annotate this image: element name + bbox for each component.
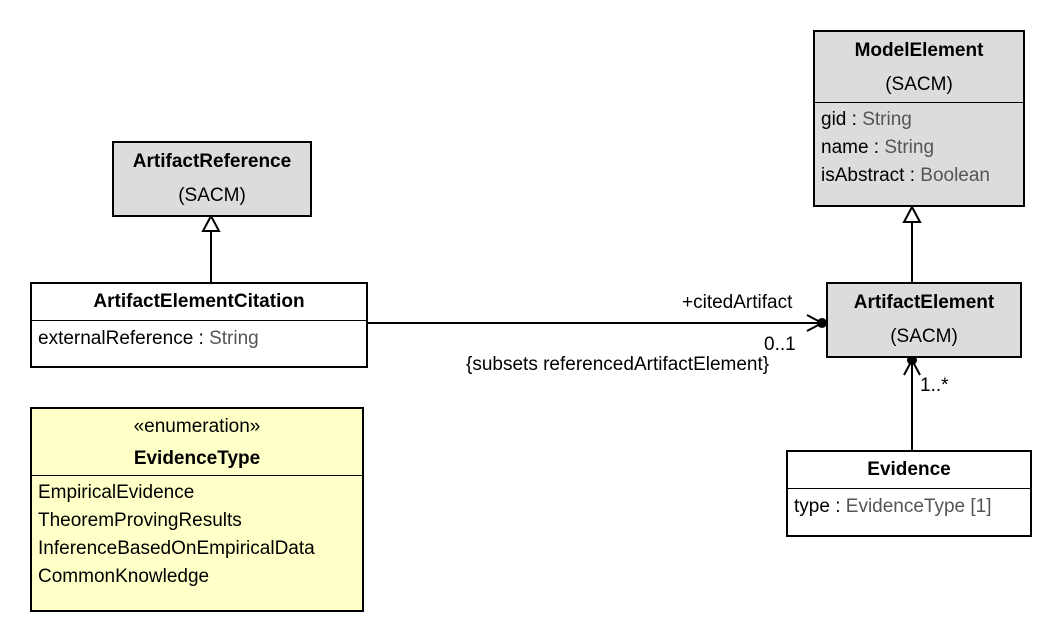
enumeration-name: EvidenceType [133,448,261,469]
class-package: (SACM) [885,74,953,95]
attribute-row: externalReference : String [38,328,259,349]
class-name: ArtifactElement [853,292,995,313]
attribute-row: gid : String [821,109,912,130]
multiplicity-label-cited-artifact: 0..1 [764,334,796,355]
generalization-arrowhead-citation [201,213,221,232]
class-name: Evidence [867,459,951,480]
class-artifact-reference[interactable]: ArtifactReference (SACM) [112,141,312,217]
class-model-element[interactable]: ModelElement (SACM) gid : String name : … [813,30,1025,207]
enumeration-literal: EmpiricalEvidence [38,482,195,503]
class-package: (SACM) [178,185,246,206]
attribute-compartment: type : EvidenceType [1] [788,488,1030,525]
enumeration-literal: CommonKnowledge [38,566,210,587]
enumeration-stereotype: «enumeration» [133,416,261,437]
class-evidence[interactable]: Evidence type : EvidenceType [1] [786,450,1032,537]
attribute-row: isAbstract : Boolean [821,165,990,186]
attribute-compartment: gid : String name : String isAbstract : … [815,102,1023,194]
class-name: ModelElement [854,40,984,61]
class-name: ArtifactElementCitation [93,291,305,312]
class-artifact-element-citation[interactable]: ArtifactElementCitation externalReferenc… [30,282,368,368]
attribute-row: type : EvidenceType [1] [794,496,992,517]
attribute-row: name : String [821,137,935,158]
constraint-label-cited-artifact: {subsets referencedArtifactElement} [466,354,770,375]
multiplicity-label-evidence: 1..* [920,375,949,396]
role-label-cited-artifact: +citedArtifact [682,292,793,313]
enumeration-evidence-type[interactable]: «enumeration» EvidenceType EmpiricalEvid… [30,407,364,612]
class-artifact-element[interactable]: ArtifactElement (SACM) [826,282,1022,358]
attribute-compartment: externalReference : String [32,320,366,357]
class-package: (SACM) [890,326,958,347]
literal-compartment: EmpiricalEvidence TheoremProvingResults … [32,475,362,595]
enumeration-literal: TheoremProvingResults [38,510,242,531]
ownership-dot-cited-artifact [817,318,827,328]
enumeration-literal: InferenceBasedOnEmpiricalData [38,538,315,559]
class-name: ArtifactReference [132,151,292,172]
generalization-arrowhead-artifact-element [902,204,922,223]
